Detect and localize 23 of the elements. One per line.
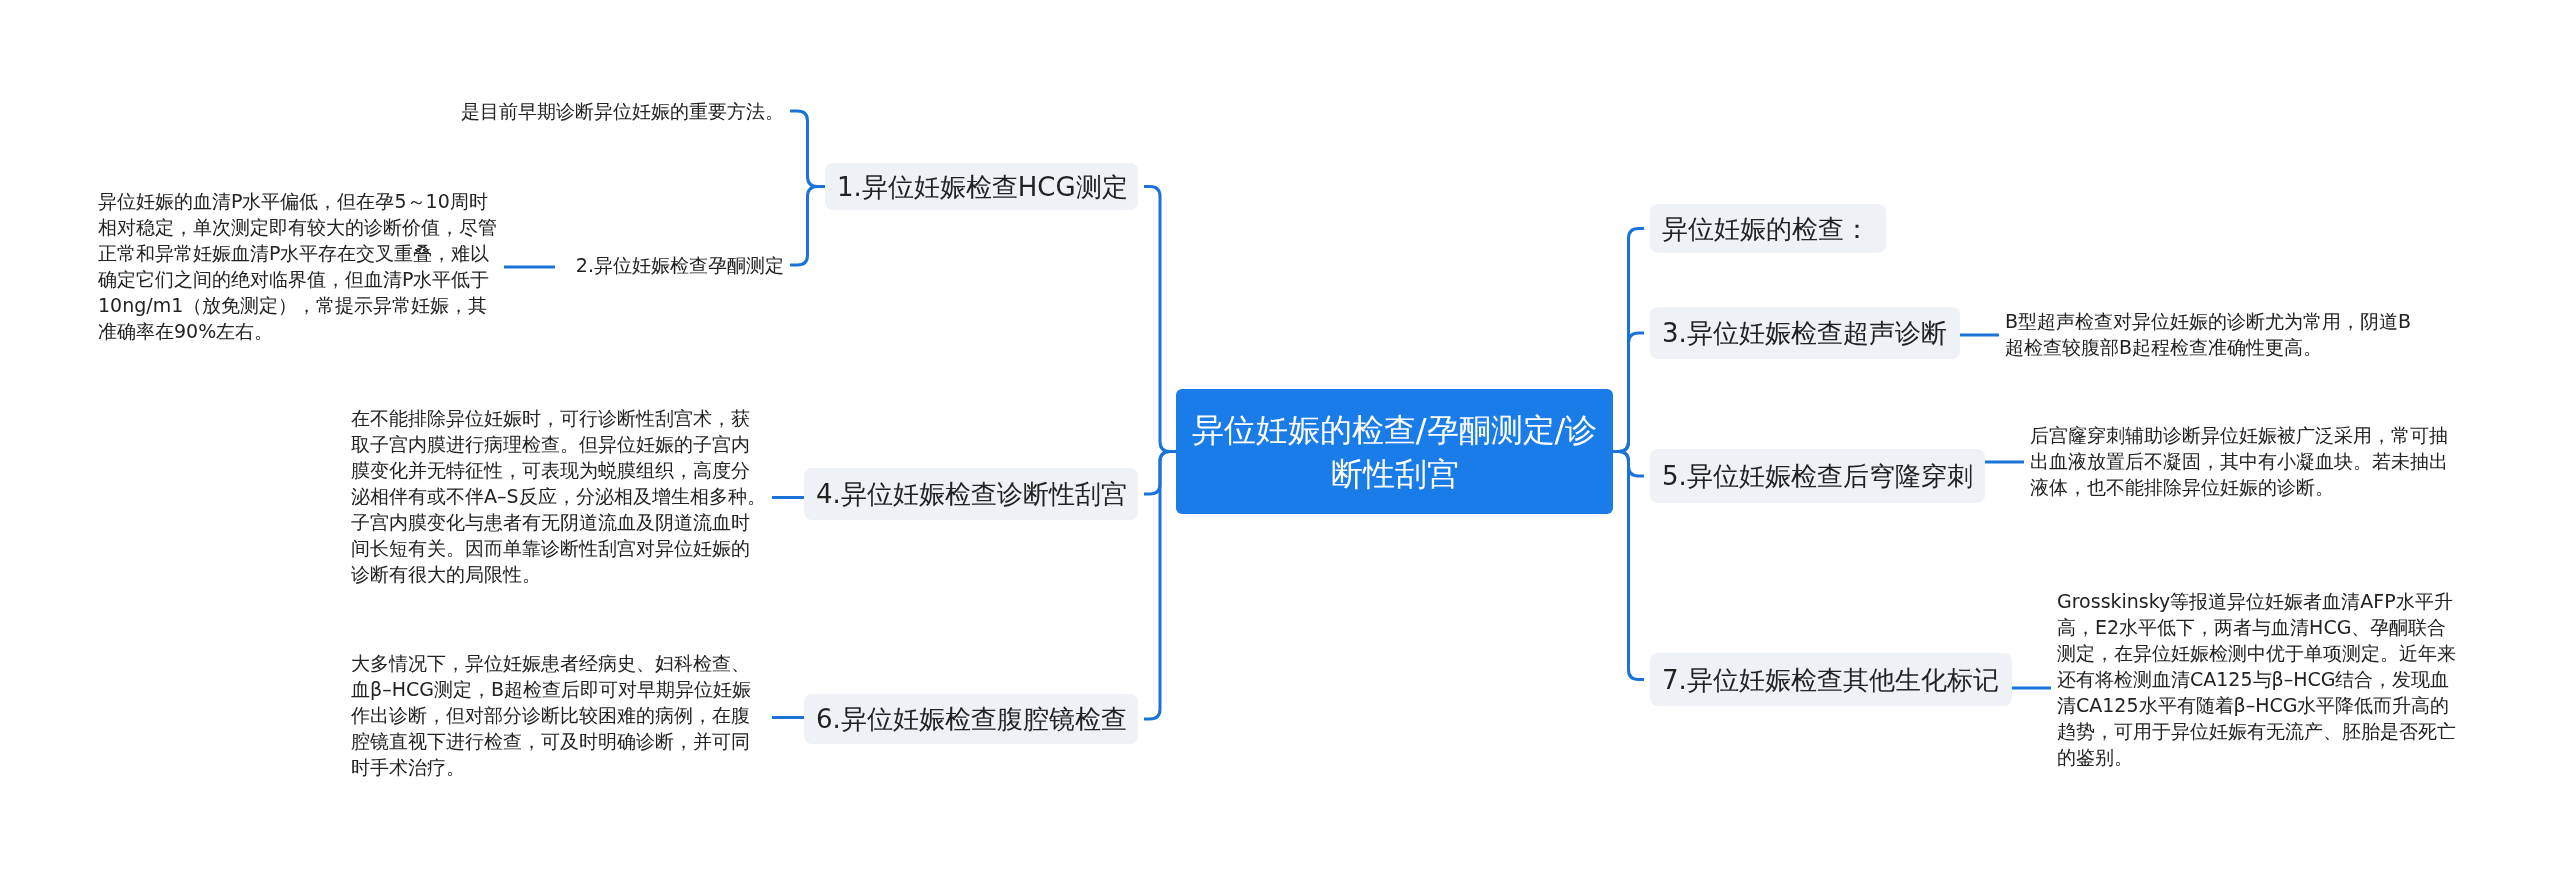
note-text: Grosskinsky等报道异位妊娠者血清AFP水平升高，E2水平低下，两者与血清HCG、孕酮联合测定，在异位妊娠检测中优于单项测定。近年来还有将检测血清CA125与β–HCG结合，发现血清CA125水平有随着β–HCG水平降低而升高的趋势，可用于异位妊娠有无流产、胚胎是否死亡的鉴别。 (2057, 588, 2457, 788)
connector-line (1985, 460, 2024, 464)
connector-line (1144, 450, 1176, 721)
topic-box: 3.异位妊娠检查超声诊断 (1650, 307, 1960, 359)
topic-box: 1.异位妊娠检查HCG测定 (825, 163, 1138, 210)
connector-line (772, 716, 804, 719)
topic-box: 5.异位妊娠检查后穹隆穿刺 (1650, 449, 1985, 503)
connector-line (2012, 686, 2051, 690)
connector-line (1960, 333, 1999, 337)
topic-box: 6.异位妊娠检查腹腔镜检查 (804, 694, 1138, 744)
topic-box: 7.异位妊娠检查其他生化标记 (1650, 653, 2012, 706)
note-text: 在不能排除异位妊娠时，可行诊断性刮宫术，获取子宫内膜进行病理检查。但异位妊娠的子宫内膜变化并无特征性，可表现为蜕膜组织，高度分泌相伴有或不伴A–S反应，分泌相及增生相多种。子宫内膜变化与患者有无阴道流血及阴道流血时间长短有关。因而单靠诊断性刮宫对异位妊娠的诊断有很大的局限性。 (351, 405, 766, 590)
note-text: 大多情况下，异位妊娠患者经病史、妇科检查、血β–HCG测定，B超检查后即可对早期异位妊娠作出诊断，但对部分诊断比较困难的病例，在腹腔镜直视下进行检查，可及时明确诊断，并可同时手术治疗。 (351, 650, 766, 785)
central-topic-box: 异位妊娠的检查/孕酮测定/诊断性刮宫 (1176, 389, 1613, 514)
connector-line (772, 496, 804, 499)
note-text: 后宫窿穿刺辅助诊断异位妊娠被广泛采用，常可抽出血液放置后不凝固，其中有小凝血块。若未抽出液体，也不能排除异位妊娠的诊断。 (2030, 422, 2455, 502)
connector-line (504, 265, 555, 269)
subtopic-text: 2.异位妊娠检查孕酮测定 (555, 250, 784, 280)
topic-box: 4.异位妊娠检查诊断性刮宫 (804, 468, 1138, 520)
note-text: 是目前早期诊断异位妊娠的重要方法。 (433, 96, 784, 126)
note-text: 异位妊娠的血清P水平偏低，但在孕5～10周时相对稳定，单次测定即有较大的诊断价值，尽管正常和异常妊娠血清P水平存在交叉重叠，难以确定它们之间的绝对临界值，但血清P水平低于10ng/m1（放免测定），常提示异常妊娠，其准确率在90%左右。 (98, 188, 498, 346)
note-text: B型超声检查对异位妊娠的诊断尤为常用，阴道B超检查较腹部B起程检查准确性更高。 (2005, 308, 2425, 362)
topic-box: 异位妊娠的检查： (1650, 204, 1886, 253)
